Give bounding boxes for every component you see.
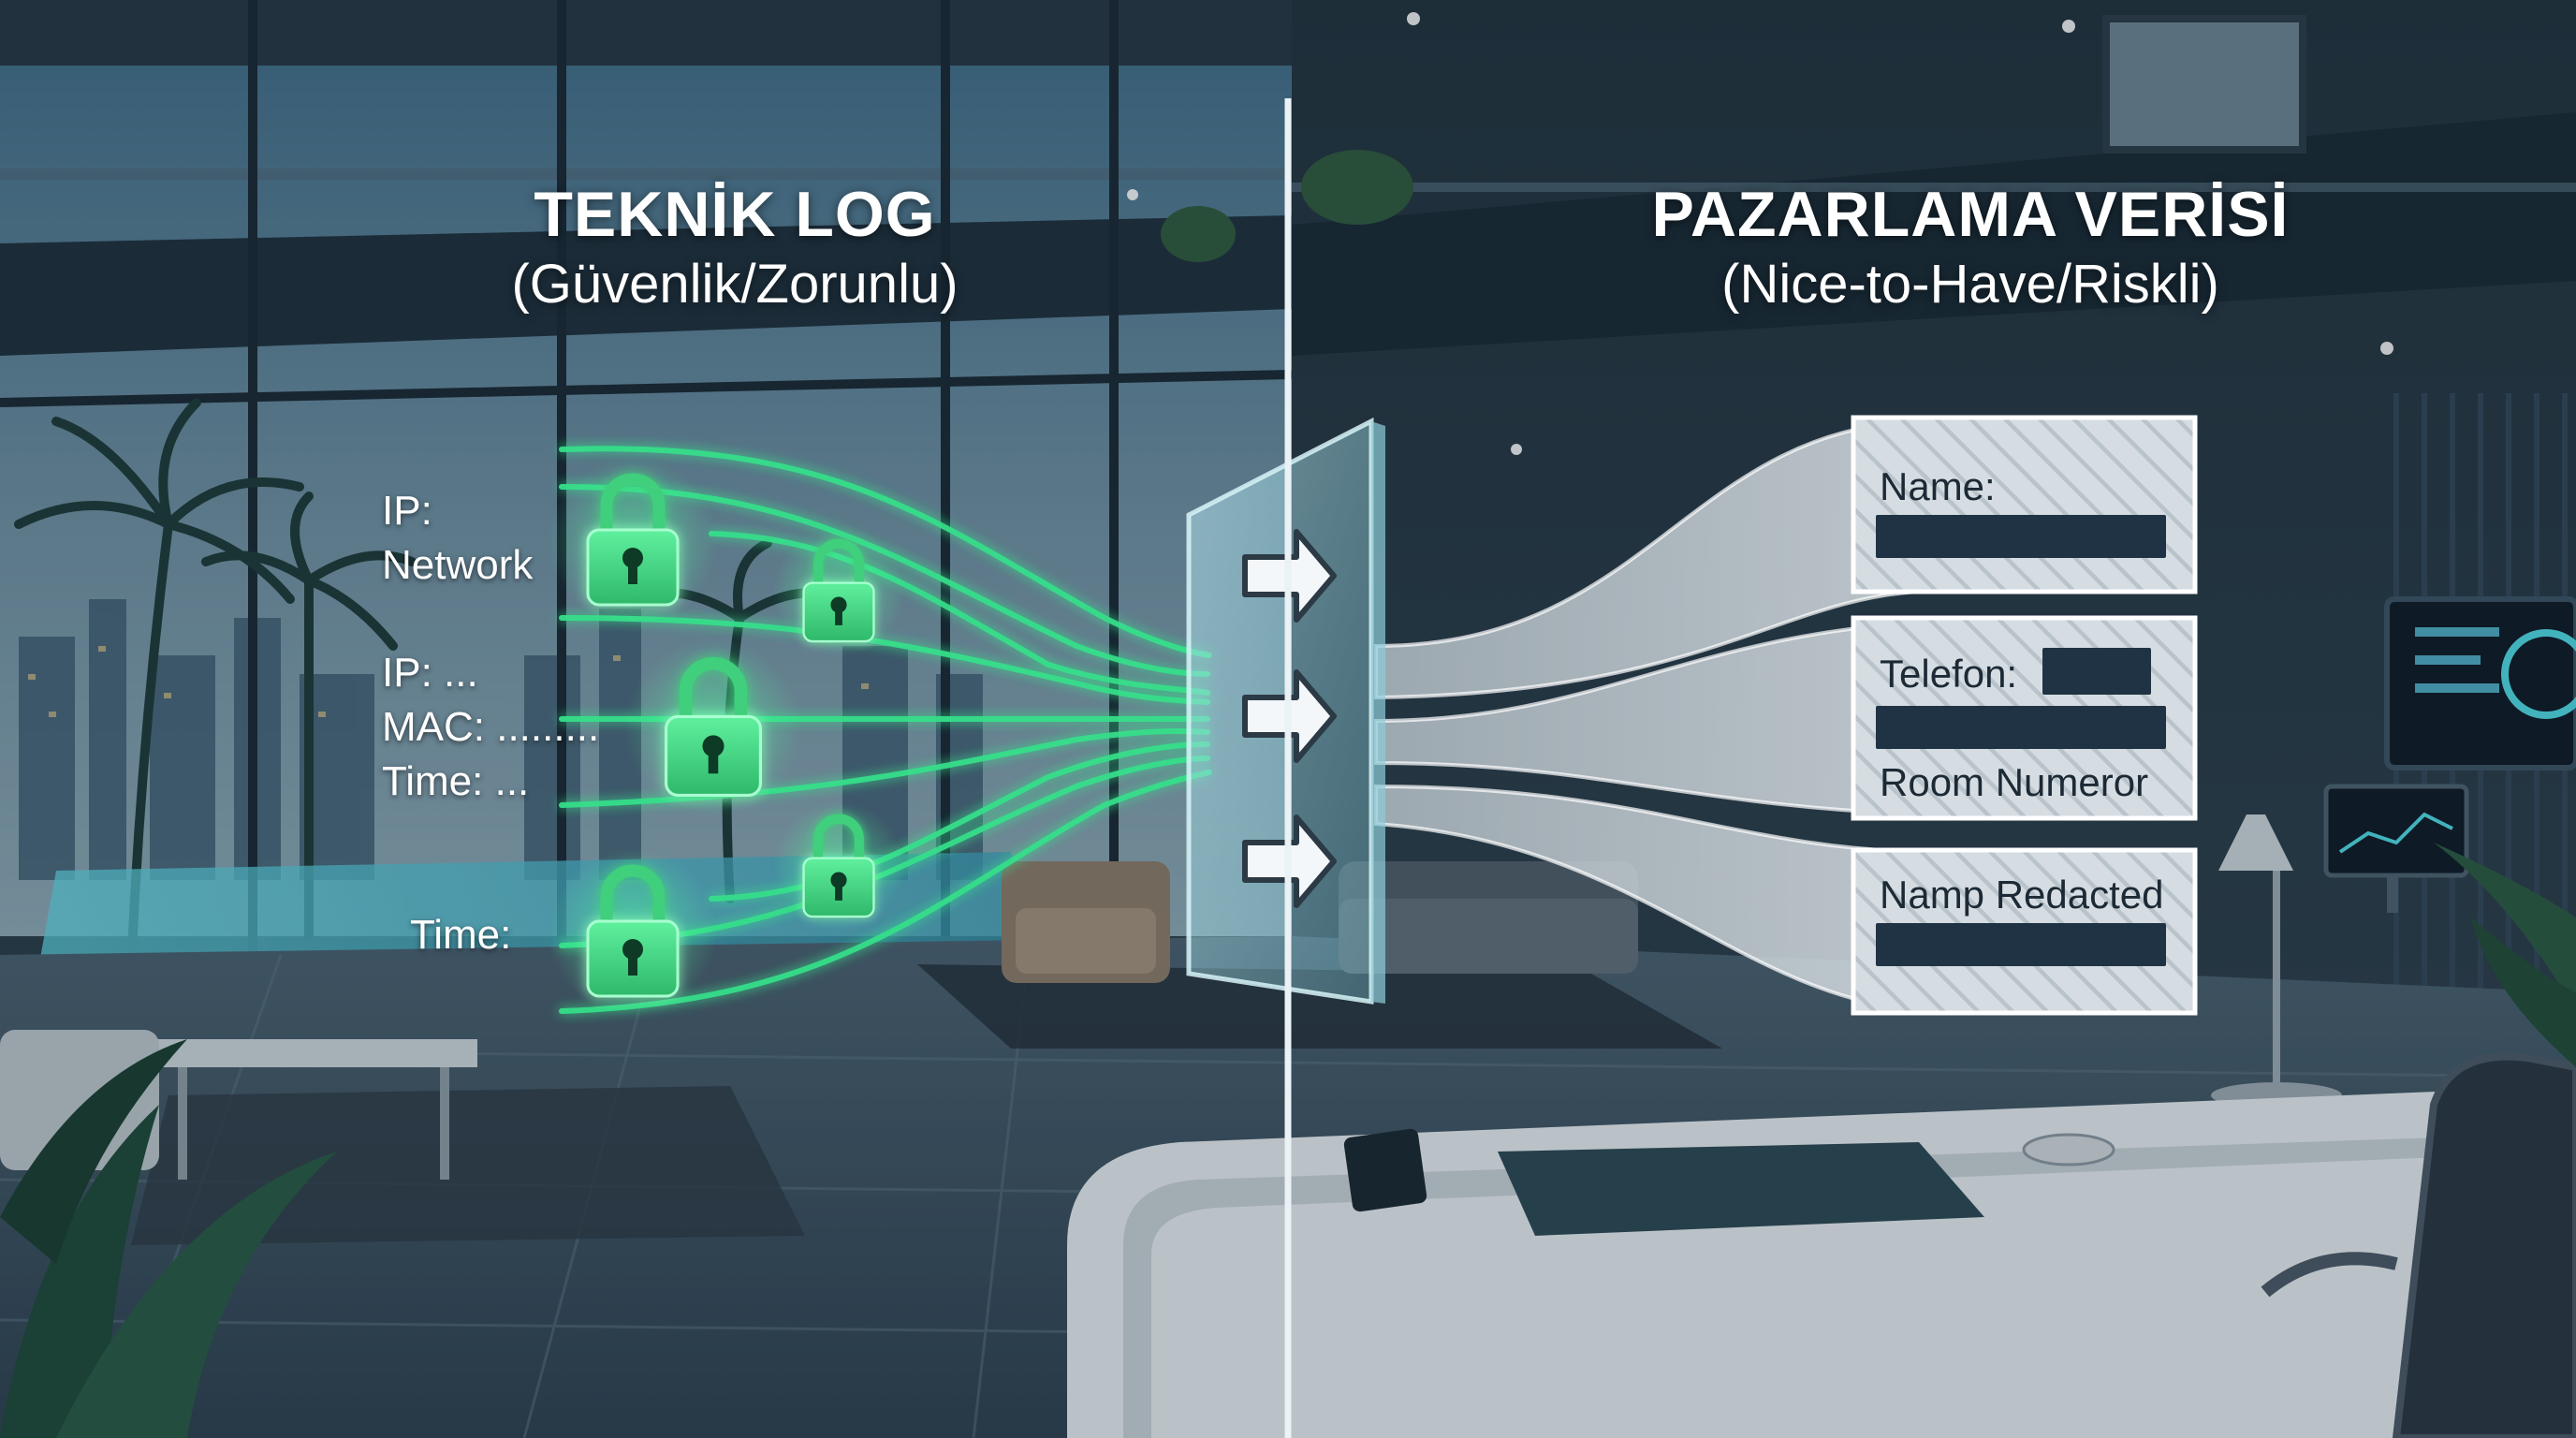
lock-icon (665, 656, 762, 797)
card-phone (1851, 615, 2198, 821)
lock-group (586, 473, 875, 998)
plant-left (0, 1039, 337, 1438)
mezzanine-right (1292, 112, 2576, 356)
lock-icon (802, 538, 875, 643)
wall-monitor (2384, 596, 2576, 770)
balcony-rail-right (1292, 183, 2576, 192)
wall-art (2102, 15, 2306, 154)
balcony-rail (0, 169, 1292, 180)
mezzanine-left (0, 215, 1292, 356)
office-chair (2261, 1052, 2576, 1438)
armchair (1002, 861, 1170, 983)
card-name (1851, 415, 2198, 594)
sofa-right (1339, 861, 1638, 974)
lock-icon (586, 864, 680, 998)
window-frames (0, 0, 1293, 955)
plant-right (2434, 843, 2576, 1067)
lock-icon (586, 473, 680, 607)
desk-monitor (2323, 784, 2469, 913)
coffee-table-left (150, 1039, 477, 1180)
rug-left (131, 1086, 805, 1245)
reception-desk (1067, 1086, 2576, 1438)
plant-mezzanine (1161, 150, 1413, 262)
lock-icon (802, 814, 875, 918)
marketing-cards (1851, 415, 2198, 1016)
sofa-left (0, 1030, 159, 1170)
ceiling-left (0, 0, 1292, 66)
card-redacted (1851, 847, 2198, 1016)
rug-right (917, 964, 1722, 1049)
